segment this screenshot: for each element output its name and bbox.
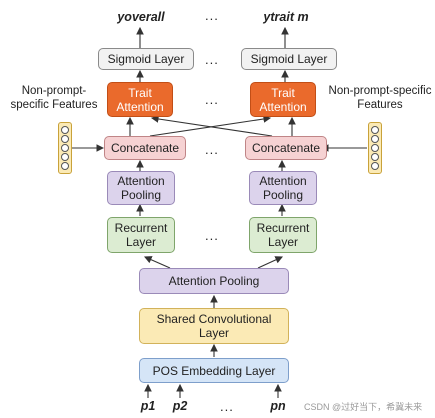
trait-attention-separator: ... [205, 92, 219, 107]
attention-pooling-lower: Attention Pooling [139, 268, 289, 294]
concatenate-separator: ... [205, 142, 219, 157]
non-prompt-features-label-right: Non-prompt-specific Features [328, 85, 432, 111]
input-p1: p1 [140, 399, 156, 413]
feature-vector-right [368, 122, 382, 174]
watermark: CSDN @过好当下，希冀未来 [304, 402, 423, 412]
sigmoid-separator: ... [205, 52, 219, 67]
attention-pooling-upper-right: Attention Pooling [249, 171, 317, 205]
vector-cell [371, 134, 379, 143]
output-trait-m: ytrait m [263, 10, 309, 24]
input-p2: p2 [172, 399, 188, 413]
trait-attention-right: Trait Attention [250, 82, 316, 117]
pos-embedding-layer: POS Embedding Layer [139, 358, 289, 383]
shared-convolutional-layer: Shared Convolutional Layer [139, 308, 289, 344]
feature-vector-left [58, 122, 72, 174]
vector-cell [371, 153, 379, 162]
vector-cell [371, 143, 379, 152]
vector-cell [61, 125, 69, 134]
recurrent-layer-right: Recurrent Layer [249, 217, 317, 253]
vector-cell [61, 162, 69, 171]
output-separator: ... [205, 8, 219, 23]
vector-cell [61, 134, 69, 143]
sigmoid-layer-right: Sigmoid Layer [241, 48, 337, 70]
input-dots: ... [220, 399, 234, 414]
recurrent-layer-left: Recurrent Layer [107, 217, 175, 253]
trait-attention-left: Trait Attention [107, 82, 173, 117]
input-pn: pn [270, 399, 286, 413]
vector-cell [371, 125, 379, 134]
recurrent-separator: ... [205, 228, 219, 243]
attention-pooling-upper-left: Attention Pooling [107, 171, 175, 205]
vector-cell [61, 153, 69, 162]
concatenate-right: Concatenate [245, 136, 327, 160]
vector-cell [61, 143, 69, 152]
concatenate-left: Concatenate [104, 136, 186, 160]
sigmoid-layer-left: Sigmoid Layer [98, 48, 194, 70]
non-prompt-features-label-left: Non-prompt-specific Features [10, 85, 98, 111]
output-overall: yoverall [117, 10, 165, 24]
vector-cell [371, 162, 379, 171]
